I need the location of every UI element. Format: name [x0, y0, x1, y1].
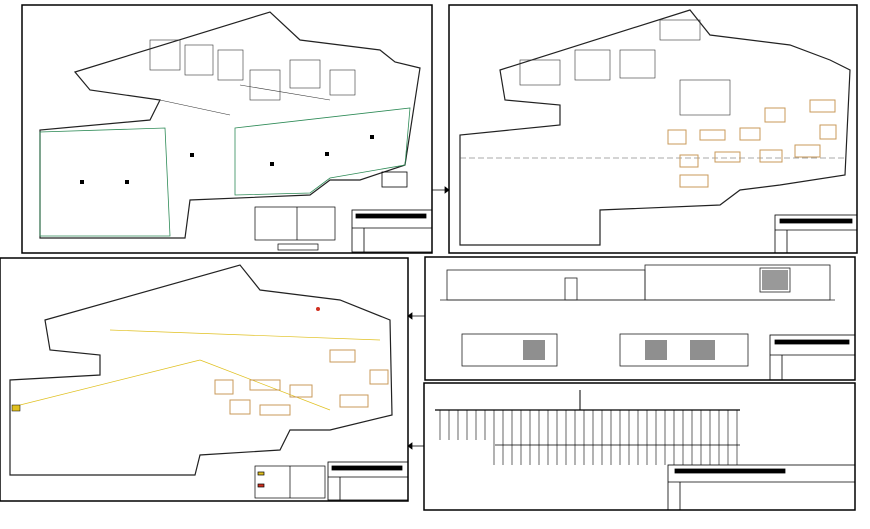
connector-arrows	[407, 186, 450, 450]
title-block-1	[351, 209, 433, 253]
title-block-3	[327, 461, 409, 501]
sheet-electrical-diagram	[423, 382, 856, 511]
sheet-elevations	[424, 256, 856, 381]
legend-table-1	[254, 206, 336, 251]
sheet-floor-plan-1	[21, 4, 433, 254]
sheet-floor-plan-2	[448, 4, 858, 254]
title-block-4	[769, 334, 856, 381]
legend-table-3	[254, 465, 326, 499]
title-block-2	[774, 214, 858, 254]
sheet-floor-plan-3	[0, 257, 409, 502]
title-block-5	[667, 464, 856, 511]
